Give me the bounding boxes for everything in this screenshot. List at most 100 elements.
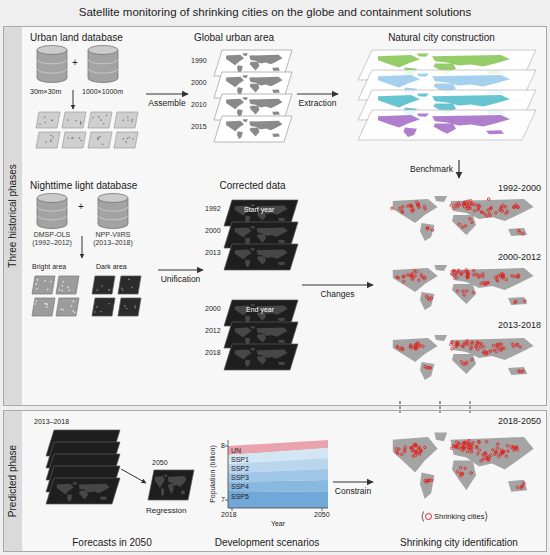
label: + [78,201,84,213]
speck [100,119,102,121]
stage-group: 1992-20002000-20122013-2018 [375,180,543,400]
shrinking-city-dot [522,370,525,373]
shrinking-city-dot [414,348,417,351]
speck [45,122,47,124]
shrinking-city-dot [456,441,459,444]
shrinking-city-dot [422,345,425,348]
shrinking-city-dot [488,212,491,215]
shrinking-city-dot [415,347,418,350]
layer-sheet [46,466,120,492]
panel-ground [4,411,547,552]
shrinking-city-dot [411,278,414,281]
shrinking-city-dot [521,485,524,488]
label: 2012 [205,327,221,335]
shrinking-city-dot [469,199,472,202]
group-label: Nighttime light database [30,180,137,192]
shrinking-city-dot [455,345,458,348]
world-map [226,97,282,117]
shrinking-city-dot [404,446,407,449]
shrinking-city-dot [497,443,500,446]
shrinking-city-dot [503,347,506,350]
shrinking-city-dot [410,275,413,278]
shrinking-city-dot [514,204,517,207]
shrinking-city-dot [475,346,478,349]
shrinking-city-dot [411,450,414,453]
label: NPP-VIIRS (2013–2018) [87,231,139,247]
shrinking-city-dot [462,449,465,452]
shrinking-city-dot [452,207,455,210]
shrinking-city-dot [411,210,414,213]
shrinking-city-dot [502,450,505,453]
shrinking-city-dot [459,447,462,450]
speck [123,138,125,140]
speck [45,303,47,305]
shrinking-city-dot [501,277,504,280]
label: 2013–2018 [34,418,69,426]
shrinking-city-dot [397,277,400,280]
layer-sheet [32,276,55,294]
label: Bright area [32,263,66,271]
layer-sheet [224,300,298,326]
shrinking-city-dot [485,215,488,218]
shrinking-city-dot [471,203,474,206]
shrinking-city-dot [456,344,459,347]
shrinking-city-dot [466,340,469,343]
shrinking-city-dot [469,448,472,451]
shrinking-city-dot [450,204,453,207]
layer-sheet [114,112,138,128]
stage-group: Nighttime light database [26,178,156,330]
speck [39,123,41,125]
shrinking-city-dot [416,343,419,346]
shrinking-city-dot [468,207,471,210]
shrinking-city-dot [402,206,405,209]
world-map [235,204,288,223]
shrinking-city-dot [489,215,492,218]
layer-sheet [224,344,298,370]
shrinking-city-dot [463,342,466,345]
speck [127,119,129,121]
speck [62,309,64,311]
shrinking-city-dot [412,449,415,452]
shrinking-city-dot [467,343,470,346]
shrinking-city-dot [466,450,469,453]
shrinking-city-dot [483,212,486,215]
shrinking-city-dot [466,203,469,206]
shrinking-city-dot [421,276,424,279]
panel-strip [4,411,22,551]
parenthesis [420,511,424,522]
shrinking-city-dot [470,472,473,475]
shrinking-city-dot [504,206,507,209]
group-label: 2018-2050 [498,416,541,426]
shrinking-city-dot [478,440,481,443]
speck [121,287,123,289]
label: 2013 [205,249,221,257]
shrinking-city-dot [462,271,465,274]
shrinking-city-dot [485,457,488,460]
shrinking-city-dot [410,447,413,450]
world-map [226,75,282,95]
speck [96,289,98,291]
shrinking-city-dot [494,450,497,453]
speck [97,138,99,140]
shrinking-city-dot [455,445,458,448]
layer-sheet [214,50,292,76]
shrinking-city-dot [461,472,464,475]
shrinking-city-dot [466,272,469,275]
shrinking-city-dot [407,205,410,208]
world-map [226,119,282,139]
shrinking-city-dot [482,281,485,284]
edge-label: Assemble [147,98,186,108]
shrinking-city-dot [476,341,479,344]
shrinking-city-dot [460,472,463,475]
shrinking-city-dot [457,271,460,274]
shrinking-city-dot [516,449,519,452]
shrinking-city-dot [403,448,406,451]
cylinder-ring [37,207,67,212]
shrinking-city-dot [496,346,499,349]
shrinking-city-dot [517,229,520,232]
shrinking-city-dot [459,466,462,469]
shrinking-city-dot [457,269,460,272]
shrinking-city-dot [494,276,497,279]
layer-sheet [118,298,141,316]
